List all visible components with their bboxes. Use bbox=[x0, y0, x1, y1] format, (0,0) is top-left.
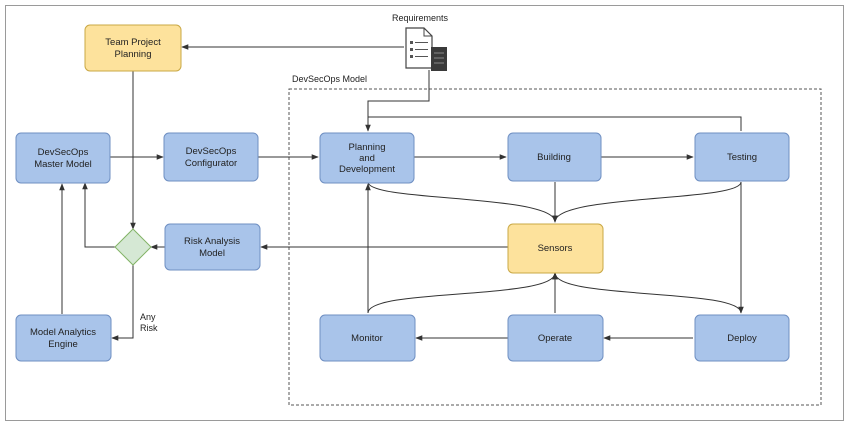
node-planning-and-development: Planning and Development bbox=[319, 132, 415, 184]
node-label: DevSecOps bbox=[38, 147, 89, 158]
node-label: Configurator bbox=[185, 158, 237, 169]
edge-planning-to-sensors bbox=[367, 181, 558, 223]
node-model-analytics-engine: Model Analytics Engine bbox=[15, 314, 112, 362]
edge-decision-to-analytics bbox=[111, 265, 134, 341]
edge-requirements-to-planning bbox=[365, 70, 430, 132]
node-label: Monitor bbox=[351, 333, 383, 344]
node-label: Planning bbox=[115, 49, 152, 60]
node-label: Sensors bbox=[538, 243, 573, 254]
node-label: Model bbox=[199, 248, 225, 259]
node-deploy: Deploy bbox=[694, 314, 790, 362]
node-devsecops-master-model: DevSecOps Master Model bbox=[15, 132, 111, 184]
risk-decision-node bbox=[114, 228, 152, 266]
edges bbox=[59, 44, 744, 341]
node-label: Deploy bbox=[727, 333, 757, 344]
edge-monitor-to-sensors bbox=[367, 272, 558, 314]
node-testing: Testing bbox=[694, 132, 790, 182]
node-team-project-planning: Team Project Planning bbox=[84, 24, 182, 72]
requirements-document-icon bbox=[405, 27, 447, 71]
node-label: Risk Analysis bbox=[184, 236, 240, 247]
node-label: Operate bbox=[538, 333, 572, 344]
edge-decision-to-master-model bbox=[82, 182, 115, 248]
node-label: and bbox=[359, 153, 375, 164]
node-label: Testing bbox=[727, 152, 757, 163]
node-risk-analysis-model: Risk Analysis Model bbox=[164, 223, 261, 271]
edge-deploy-to-sensors bbox=[552, 272, 742, 314]
node-label: Team Project bbox=[105, 37, 161, 48]
region-label: DevSecOps Model bbox=[292, 74, 367, 84]
node-monitor: Monitor bbox=[319, 314, 416, 362]
edge-testing-to-sensors bbox=[552, 181, 742, 223]
node-label: Development bbox=[339, 164, 395, 175]
node-devsecops-configurator: DevSecOps Configurator bbox=[163, 132, 259, 182]
node-label: Model Analytics bbox=[30, 327, 96, 338]
edge-testing-loop-to-planning bbox=[368, 116, 742, 131]
any-risk-label-line2: Risk bbox=[140, 323, 158, 333]
node-sensors: Sensors bbox=[507, 223, 604, 274]
node-label: DevSecOps bbox=[186, 146, 237, 157]
node-building: Building bbox=[507, 132, 602, 182]
node-label: Master Model bbox=[34, 159, 92, 170]
requirements-label: Requirements bbox=[392, 13, 449, 23]
any-risk-label-line1: Any bbox=[140, 312, 156, 322]
node-label: Engine bbox=[48, 339, 78, 350]
node-label: Planning bbox=[349, 142, 386, 153]
node-operate: Operate bbox=[507, 314, 604, 362]
node-label: Building bbox=[537, 152, 571, 163]
